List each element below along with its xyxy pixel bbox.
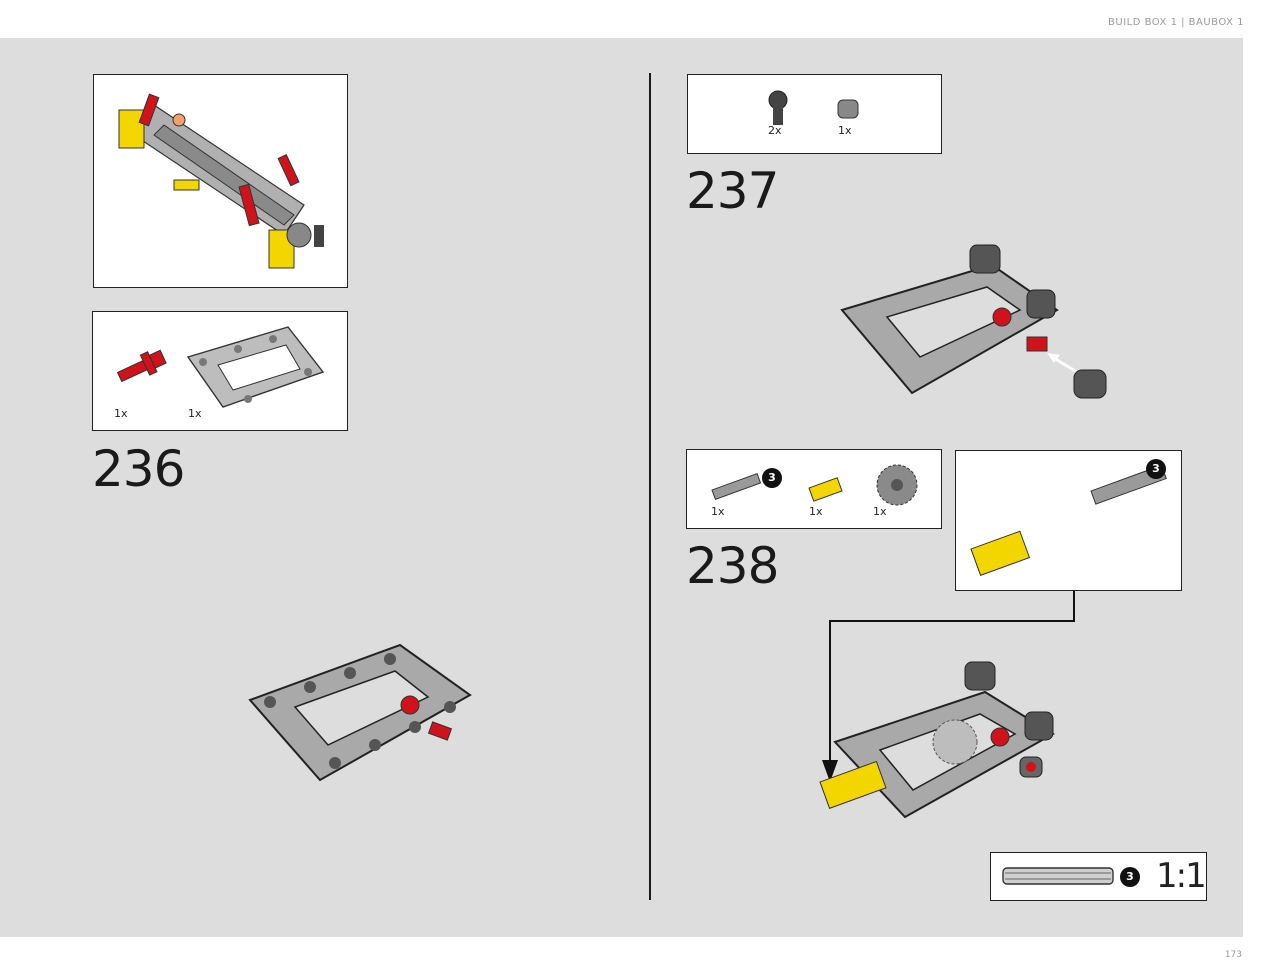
part-qty: 1x: [114, 407, 128, 420]
submodel-preview: [93, 74, 348, 288]
scale-label: 1:1: [1156, 856, 1207, 896]
axle-length-badge: 3: [1146, 459, 1166, 479]
column-divider: [649, 73, 651, 900]
part-qty: 1x: [711, 505, 725, 518]
page-header: BUILD BOX 1 | BAUBOX 1: [0, 0, 1280, 38]
part-qty: 1x: [809, 505, 823, 518]
axle-ruler-illustration: [1002, 867, 1114, 885]
build-box-label: BUILD BOX 1 | BAUBOX 1: [1108, 17, 1244, 28]
parts-illustration-238: [711, 464, 918, 506]
scale-ruler: 3 1:1: [990, 852, 1207, 901]
parts-illustration-237: [768, 90, 859, 125]
parts-list-238: 3 1x 1x 1x: [686, 449, 942, 529]
parts-list-237: 2x 1x: [687, 74, 942, 154]
axle-length-badge: 3: [1120, 867, 1140, 887]
submodel-illustration: [118, 93, 324, 269]
part-qty: 1x: [188, 407, 202, 420]
page-number: 173: [1224, 950, 1242, 960]
parts-illustration-236: [116, 326, 325, 408]
part-qty: 1x: [838, 124, 852, 137]
part-qty: 1x: [873, 505, 887, 518]
step-number-236: 236: [92, 440, 185, 498]
step-number-237: 237: [686, 162, 779, 220]
part-qty: 2x: [768, 124, 782, 137]
axle-length-badge: 3: [762, 468, 782, 488]
step-number-238: 238: [686, 537, 779, 595]
callout-subassembly: 3: [955, 450, 1182, 591]
parts-list-236: 1x 1x: [92, 311, 348, 431]
